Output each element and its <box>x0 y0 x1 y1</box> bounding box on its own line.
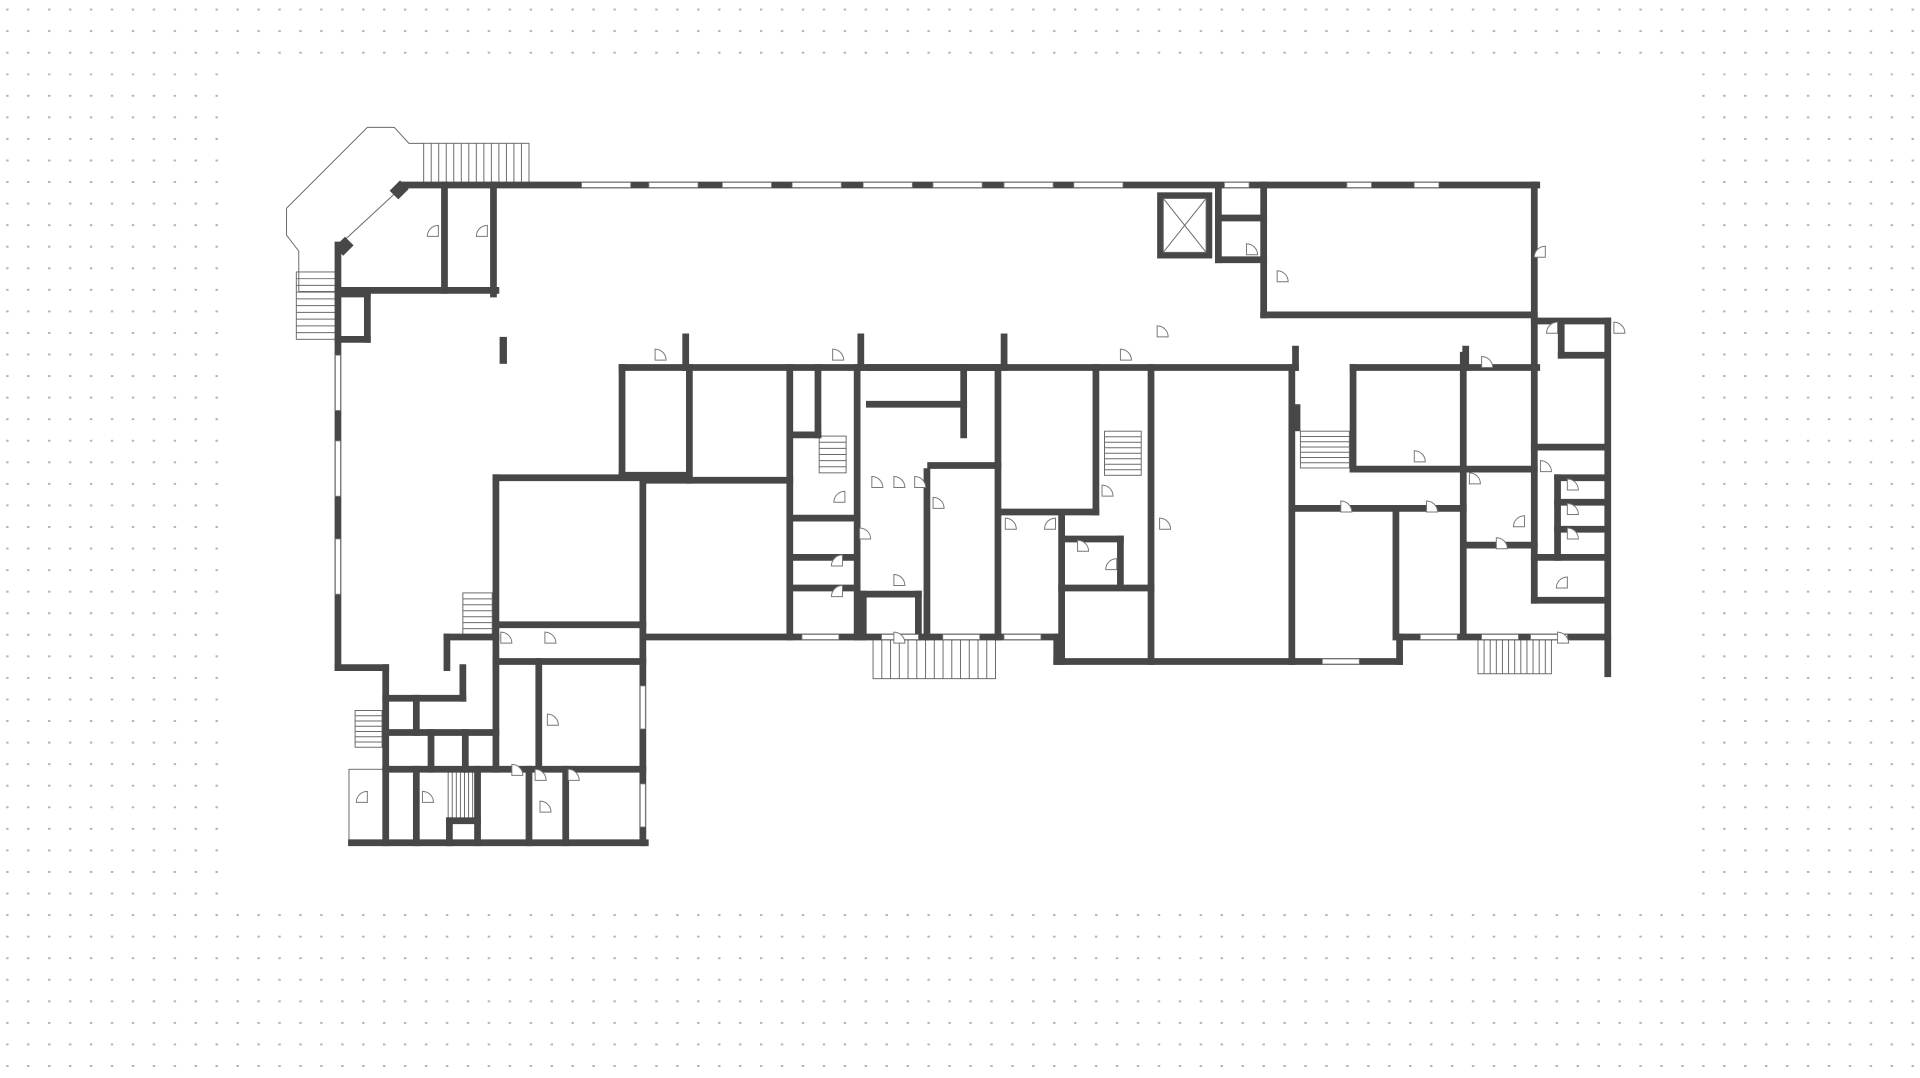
door-swing-icon <box>893 574 906 587</box>
door-swing-icon <box>830 585 843 598</box>
door-swing-icon <box>871 476 884 489</box>
door-swing-icon <box>1276 270 1289 283</box>
door-swing-icon <box>1555 576 1568 589</box>
door-swing-icon <box>859 527 872 540</box>
door-swing-icon <box>1159 517 1172 530</box>
door-swing-icon <box>1246 243 1259 256</box>
staircase-icon <box>1299 430 1350 469</box>
door-swing-icon <box>421 790 434 803</box>
door-swing-icon <box>546 713 559 726</box>
staircase-icon <box>1104 430 1142 476</box>
staircase-icon <box>295 271 338 340</box>
structural-pillars <box>334 180 1301 432</box>
staircase-icon <box>423 142 530 184</box>
staircase-icon <box>872 638 996 680</box>
door-swing-icon <box>1495 537 1508 550</box>
window <box>335 440 341 497</box>
door-swing-icon <box>833 490 846 503</box>
door-swing-icon <box>534 768 547 781</box>
window <box>1322 658 1360 665</box>
window <box>1003 182 1054 188</box>
door-swing-icon <box>539 800 552 813</box>
door-swing-icon <box>1413 450 1426 463</box>
door-swing-icon <box>1119 348 1132 361</box>
staircase-icon <box>1477 638 1552 675</box>
door-swing-icon <box>1566 502 1579 515</box>
window <box>942 634 980 640</box>
window <box>581 182 631 188</box>
window <box>801 634 840 640</box>
window <box>640 783 646 828</box>
staircase-icon <box>354 710 383 748</box>
door-swing-icon <box>1004 517 1017 530</box>
door-swing-icon <box>355 790 368 803</box>
door-swing-icon <box>1512 515 1525 528</box>
window <box>1224 182 1250 188</box>
door-swing-icon <box>511 763 524 776</box>
window <box>1530 634 1568 640</box>
door-swing-icon <box>1546 321 1559 334</box>
door-swing-icon <box>1613 321 1626 334</box>
door-swing-icon <box>893 476 906 489</box>
window <box>1481 634 1519 640</box>
staircase-icon <box>818 435 847 474</box>
stair-outline <box>1299 430 1350 469</box>
window <box>862 182 913 188</box>
window <box>722 182 772 188</box>
window <box>640 685 646 730</box>
door-swing-icon <box>1426 500 1439 513</box>
door-swing-icon <box>1566 527 1579 540</box>
staircase-icon <box>462 592 493 636</box>
door-swing-icon <box>1468 472 1481 485</box>
window <box>648 182 699 188</box>
door-swing-icon <box>654 348 667 361</box>
door-swing-icon <box>500 631 513 644</box>
stair-outline <box>348 768 384 841</box>
door-swing-icon <box>1481 355 1494 368</box>
exterior-outline <box>286 126 424 293</box>
door-swing-icon <box>1566 478 1579 491</box>
walls <box>334 181 1612 847</box>
door-swing-icon <box>1557 631 1570 644</box>
door-swing-icon <box>1043 517 1056 530</box>
window <box>1073 182 1124 188</box>
window <box>1003 634 1042 640</box>
door-swing-icon <box>475 224 488 237</box>
window <box>1420 634 1458 640</box>
door-swing-icon <box>830 554 843 567</box>
door-swing-icon <box>1156 325 1169 338</box>
door-swing-icon <box>832 348 845 361</box>
door-swing-icon <box>1105 558 1118 571</box>
door-swing-icon <box>426 224 439 237</box>
stair-outline <box>354 710 383 748</box>
door-swing-icon <box>1077 539 1090 552</box>
door-swing-icon <box>1533 245 1546 258</box>
window <box>1346 182 1372 188</box>
door-swing-icon <box>1340 500 1353 513</box>
window <box>1413 182 1440 188</box>
door-swing-icon <box>893 631 906 644</box>
windows <box>335 182 1568 828</box>
window <box>335 354 341 411</box>
elevator-icon <box>1157 192 1213 259</box>
window <box>932 182 983 188</box>
staircase-icon <box>447 771 474 819</box>
door-swing-icon <box>544 631 557 644</box>
door-swing-icon <box>1539 460 1552 473</box>
door-swing-icon <box>932 496 945 509</box>
window <box>335 538 341 595</box>
staircase-icon <box>348 768 384 841</box>
door-swing-icon <box>1101 484 1114 497</box>
doors <box>355 224 1626 813</box>
window <box>791 182 842 188</box>
door-swing-icon <box>567 768 580 781</box>
door-swing-icon <box>914 476 927 489</box>
